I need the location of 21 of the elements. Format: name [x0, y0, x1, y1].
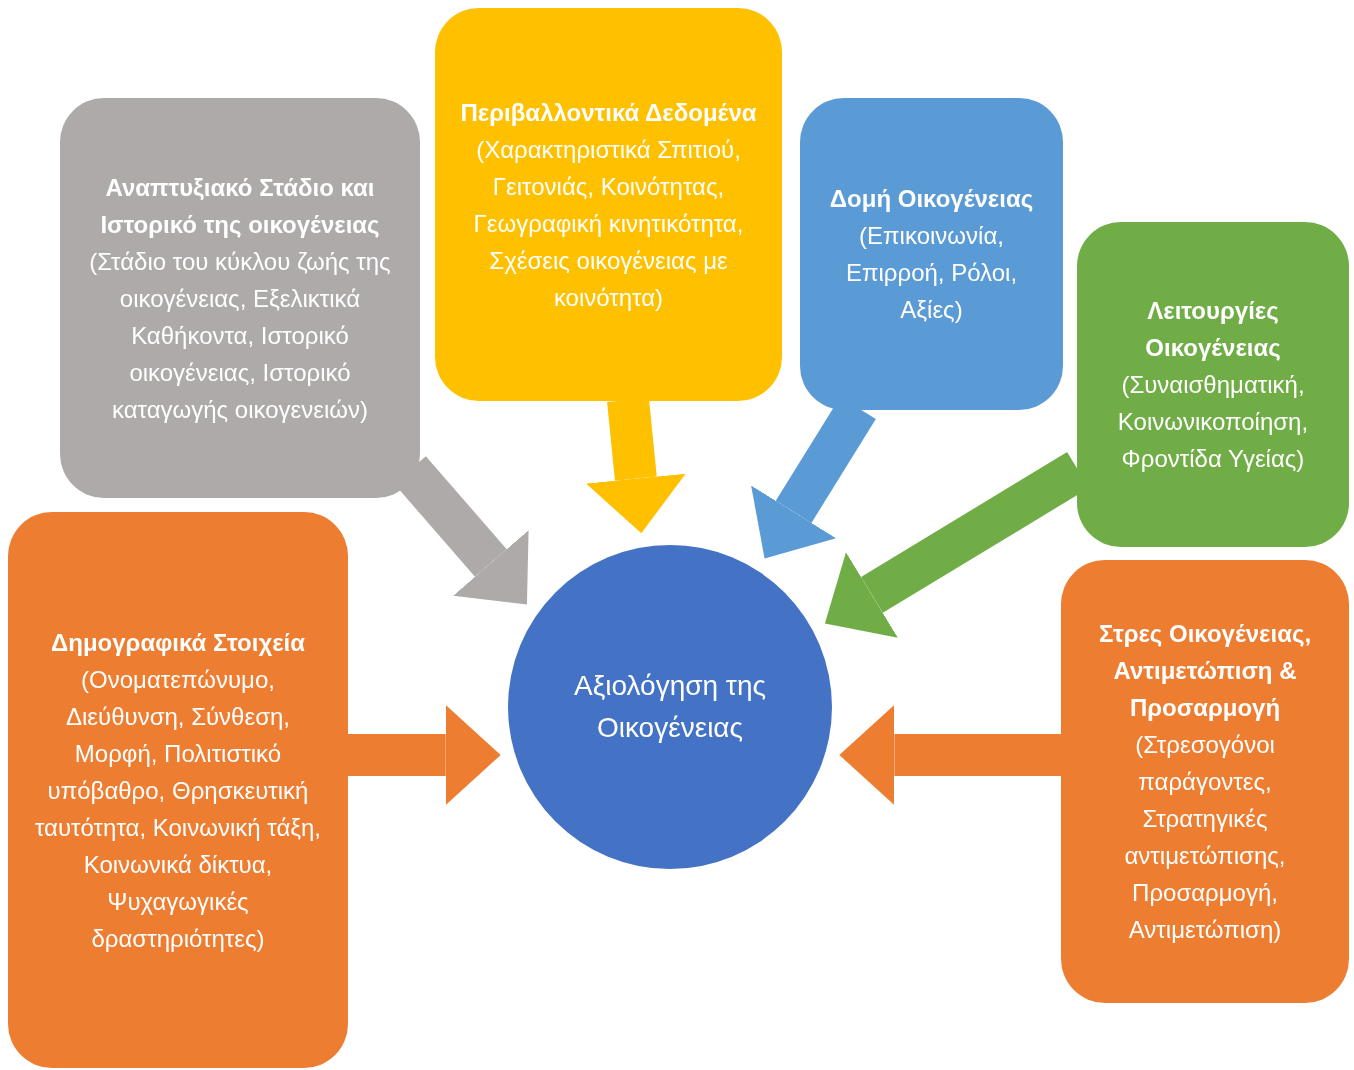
block-arrow [348, 705, 501, 805]
box-text: (Στρεσογόνοι παράγοντες, Στρατηγικές αντιμετώπισης, Προσαρμογή, Αντιμετώπιση) [1123, 730, 1287, 945]
box-heading: Περιβαλλοντικά Δεδομένα [460, 97, 757, 128]
rounded-box [435, 8, 782, 401]
box-heading: Δομή Οικογένειας [829, 184, 1034, 214]
box-text: (Ονοματεπώνυμο, Διεύθυνση, Σύνθεση, Μορφή, Πολιτιστικό υπόβαθρο, Θρησκευτική ταυτότητα, Κοινωνική τάξη, Κοινωνικά δίκτυα, Ψυχαγωγικές δραστηριότητες) [33, 664, 323, 954]
box-text: (Χαρακτηριστικά Σπιτιού, Γειτονιάς, Κοινότητας, Γεωγραφική κινητικότητα, Σχέσεις οικογένειας με κοινότητα) [472, 134, 745, 313]
box-heading: Λειτουργίες Οικογένειας [1144, 296, 1282, 363]
box-heading: Αναπτυξιακό Στάδιο και Ιστορικό της οικογένειας [99, 172, 381, 240]
rounded-box [8, 512, 348, 1068]
box-text: (Συναισθηματική, Κοινωνικοποίηση, Φροντίδα Υγείας) [1116, 370, 1310, 474]
box-text: (Επικοινωνία, Επιρροή, Ρόλοι, Αξίες) [844, 221, 1019, 325]
block-arrow [839, 705, 1062, 805]
box-text: (Στάδιο του κύκλου ζωής της οικογένειας, Εξελικτικά Καθήκοντα, Ιστορικό οικογένειας, Ιστορικό καταγωγής οικογενειών) [88, 246, 392, 425]
rounded-box [1061, 560, 1349, 1003]
rounded-box [60, 98, 420, 498]
rounded-box [800, 98, 1063, 410]
rounded-box [1077, 222, 1349, 547]
circle-label: Αξιολόγηση της Οικογένειας [573, 669, 767, 745]
box-heading: Δημογραφικά Στοιχεία [50, 627, 305, 658]
box-heading: Στρες Οικογένειας, Αντιμετώπιση & Προσαρμογή [1097, 619, 1313, 723]
